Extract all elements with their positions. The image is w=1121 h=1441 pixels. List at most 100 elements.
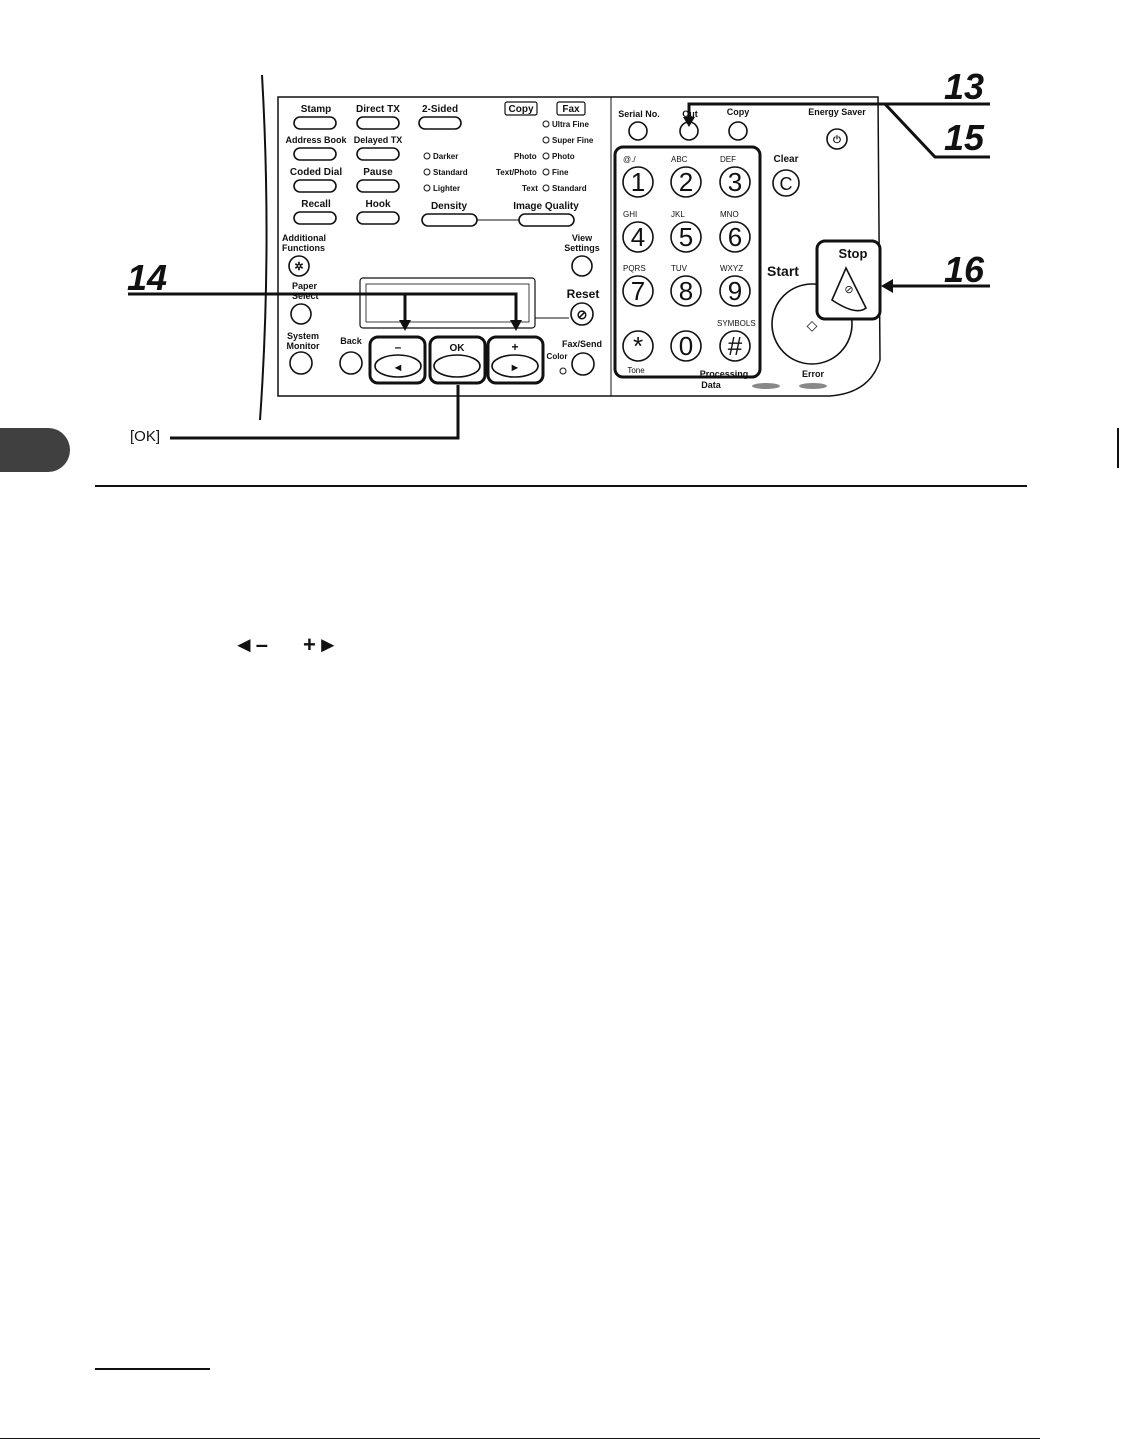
key-1-button[interactable]	[622, 166, 654, 198]
key-6-button[interactable]	[719, 221, 751, 253]
text-photo-label: Text/Photo	[496, 168, 537, 177]
hook-button[interactable]	[356, 211, 400, 225]
serial-no-label: Serial No.	[618, 109, 660, 119]
clear-glyph: C	[780, 174, 793, 194]
back-label: Back	[340, 336, 363, 346]
key-letters: GHI	[623, 210, 637, 219]
start-label: Start	[767, 263, 799, 279]
minus-button-highlight	[368, 335, 427, 385]
key-3-button[interactable]	[719, 166, 751, 198]
density-button[interactable]	[421, 213, 478, 227]
ok-label-leader	[170, 385, 460, 440]
reset-icon: ⊘	[577, 307, 588, 322]
darker-led	[423, 152, 431, 160]
key-letters: SYMBOLS	[717, 319, 756, 328]
key-digit: 2	[679, 167, 693, 197]
key-9-button[interactable]	[719, 275, 751, 307]
address-book-button[interactable]	[293, 147, 337, 161]
gear-icon: ✲	[294, 261, 303, 273]
callout-14-arrowhead-right	[510, 320, 522, 331]
key-digit: 5	[679, 222, 693, 252]
recall-button[interactable]	[293, 211, 337, 225]
hook-label: Hook	[366, 199, 391, 210]
arrow-keys-reference: ◄–+►	[233, 632, 374, 658]
footnote-rule	[95, 1368, 210, 1370]
photo-led	[542, 152, 550, 160]
power-icon: ⏻	[833, 134, 841, 146]
clear-label: Clear	[773, 154, 798, 165]
callout-16-arrowhead	[881, 279, 893, 293]
reset-label: Reset	[567, 287, 600, 301]
chapter-tab	[0, 428, 70, 472]
key-0-button[interactable]	[670, 330, 702, 362]
paper-select-button[interactable]	[290, 303, 312, 325]
energy-saver-button[interactable]	[826, 128, 848, 150]
fine-led	[542, 168, 550, 176]
key-star-button[interactable]	[622, 330, 654, 362]
minus-label: –	[395, 340, 402, 354]
callout-14-leader	[128, 292, 518, 322]
ok-button[interactable]	[433, 354, 481, 378]
serial-no-button[interactable]	[628, 121, 648, 141]
key-letters: ABC	[671, 155, 688, 164]
stamp-button[interactable]	[293, 116, 337, 130]
callout-16: 16	[944, 249, 985, 290]
standard-label: Standard	[433, 168, 468, 177]
energy-saver-label: Energy Saver	[808, 107, 866, 117]
key-letters: JKL	[671, 210, 685, 219]
key-digit: 3	[728, 167, 742, 197]
key-hash-button[interactable]	[719, 330, 751, 362]
coded-dial-label: Coded Dial	[290, 167, 342, 178]
stop-button[interactable]	[830, 266, 868, 312]
key-letters: WXYZ	[720, 264, 743, 273]
key-letters: @./	[623, 155, 636, 164]
key-5-button[interactable]	[670, 221, 702, 253]
view-settings-button[interactable]	[571, 255, 593, 277]
ok-callout-label: [OK]	[130, 428, 161, 445]
key-digit: 4	[631, 222, 645, 252]
text-label: Text	[522, 184, 538, 193]
page-bottom-rule	[0, 1438, 1040, 1439]
delayed-tx-button[interactable]	[356, 147, 400, 161]
stop-icon: ⊘	[844, 284, 853, 296]
standard-right-label: Standard	[552, 184, 587, 193]
select-label: Select	[292, 291, 319, 301]
copy-top-button[interactable]	[728, 121, 748, 141]
stamp-label: Stamp	[301, 104, 332, 115]
key-7-button[interactable]	[622, 275, 654, 307]
system-monitor-button[interactable]	[289, 351, 313, 375]
copy-mode-indicator	[504, 101, 538, 116]
control-panel-illustration: Stamp Direct TX 2-Sided Copy Fax Ultra F…	[127, 66, 990, 440]
density-label: Density	[431, 201, 468, 212]
section-divider	[95, 485, 1027, 487]
clear-button[interactable]	[772, 169, 800, 197]
processing-label: Processing	[700, 369, 749, 379]
callout-14-arrowhead-left	[399, 320, 411, 331]
two-sided-button[interactable]	[418, 116, 462, 130]
view-label: View	[572, 233, 593, 243]
standard-right-led	[542, 184, 550, 192]
key-4-button[interactable]	[622, 221, 654, 253]
key-digit: 9	[728, 276, 742, 306]
ok-key-label: OK	[450, 343, 466, 354]
key-2-button[interactable]	[670, 166, 702, 198]
additional-functions-button[interactable]	[288, 255, 310, 277]
right-plus-button[interactable]	[491, 354, 539, 378]
back-button[interactable]	[339, 351, 363, 375]
numeric-keypad: 1@./2ABC3DEF4GHI5JKL6MNO7PQRS8TUV9WXYZ*0…	[622, 155, 756, 362]
system-label: System	[287, 331, 319, 341]
key-digit: #	[728, 331, 743, 361]
copy-top-label: Copy	[727, 107, 750, 117]
direct-tx-button[interactable]	[356, 116, 400, 130]
color-label: Color	[547, 352, 568, 361]
fax-send-button[interactable]	[571, 352, 595, 376]
address-book-label: Address Book	[285, 135, 347, 145]
stop-label: Stop	[839, 246, 868, 261]
coded-dial-button[interactable]	[293, 179, 337, 193]
image-quality-button[interactable]	[518, 213, 575, 227]
key-8-button[interactable]	[670, 275, 702, 307]
left-minus-button[interactable]	[374, 354, 422, 378]
callout-15: 15	[944, 117, 985, 158]
reset-button[interactable]	[570, 302, 594, 326]
pause-button[interactable]	[356, 179, 400, 193]
